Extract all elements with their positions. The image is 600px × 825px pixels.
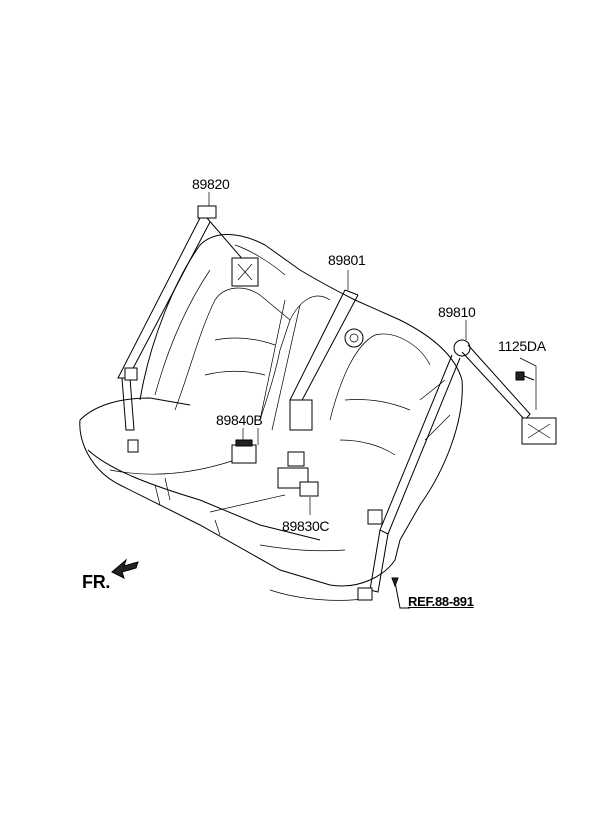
label-89820: 89820 [192,176,230,192]
label-front: FR. [82,572,111,592]
buckle-89830C [277,451,319,515]
buckle-89840B [231,428,259,464]
center-seat-belt-89801 [289,270,364,431]
label-89830C: 89830C [282,518,330,534]
label-ref: REF.88-891 [408,594,474,609]
label-89801: 89801 [328,252,366,268]
right-seat-belt-89810 [357,320,557,601]
bolt-1125DA [515,357,537,410]
left-seat-belt-89820 [117,192,259,453]
ref-leader [391,577,410,609]
label-89810: 89810 [438,304,476,320]
label-1125DA: 1125DA [498,338,546,354]
front-arrow-icon [111,558,139,579]
label-89840B: 89840B [216,412,263,428]
